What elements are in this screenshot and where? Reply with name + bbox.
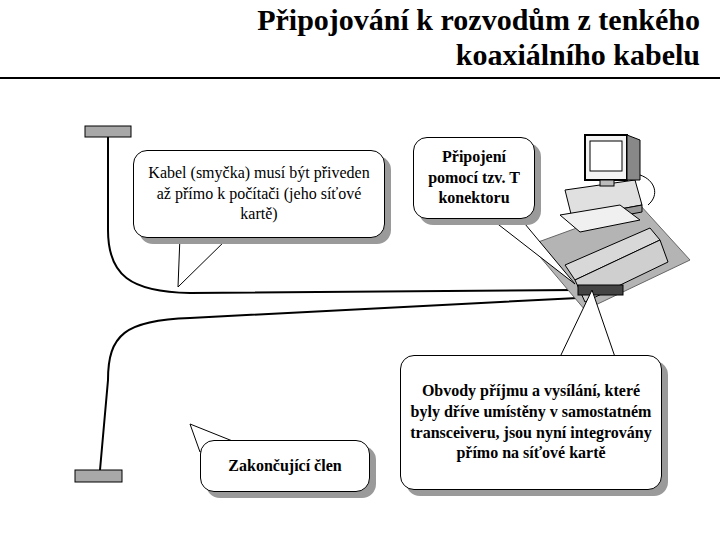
terminator	[75, 470, 122, 482]
callout-text: Připojení pomocí tzv. T konektoru	[420, 147, 528, 209]
callout-tail	[490, 218, 575, 284]
callout-tail	[560, 290, 615, 357]
callout-text: Zakončující člen	[209, 456, 361, 477]
computer	[530, 135, 690, 310]
callout-bubble: Obvody příjmu a vysílání, které byly dří…	[400, 355, 662, 490]
t-connector	[578, 285, 623, 295]
callout-bubble: Zakončující člen	[200, 440, 370, 492]
callout-tail	[178, 236, 230, 287]
callout-bubble: Připojení pomocí tzv. T konektoru	[413, 137, 535, 219]
title-rule	[0, 77, 720, 79]
slide-title: Připojování k rozvodům z tenkého koaxiál…	[140, 2, 700, 72]
callout-bubble: Kabel (smyčka) musí být přiveden až přím…	[133, 150, 385, 238]
coax-cable	[108, 137, 575, 293]
callout-text: Kabel (smyčka) musí být přiveden až přím…	[144, 163, 374, 225]
callout-text: Obvody příjmu a vysílání, které byly dří…	[409, 381, 653, 464]
terminator	[85, 126, 131, 137]
